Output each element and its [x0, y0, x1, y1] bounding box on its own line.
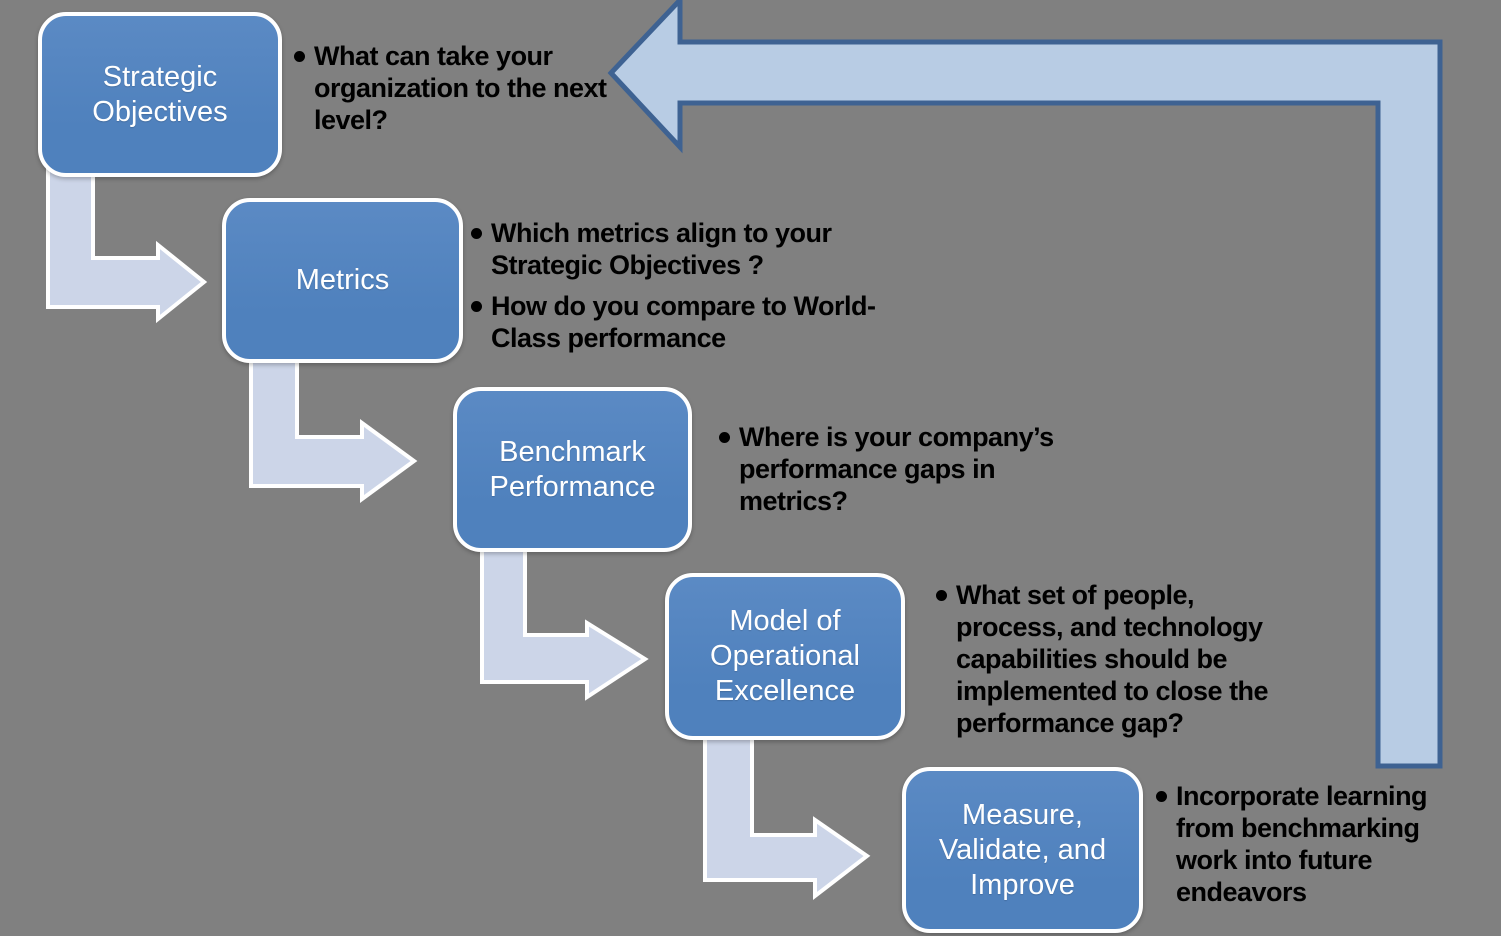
bullet-item: Which metrics align to your Strategic Ob… — [471, 217, 876, 281]
elbow-arrow-step3-step4 — [480, 548, 649, 701]
step-box-model-of-operational-excellence: Model of Operational Excellence — [665, 573, 905, 740]
bullet-item: How do you compare to World- Class perfo… — [471, 290, 876, 354]
step-label: Metrics — [295, 264, 390, 296]
bullet-item: Incorporate learning from benchmarking w… — [1156, 780, 1428, 908]
bullet-text: What can take your organization to the n… — [314, 41, 607, 135]
elbow-arrow-step4-step5 — [703, 736, 871, 901]
bullet-dot-icon — [471, 301, 482, 312]
bullet-item: Where is your company’s performance gaps… — [719, 421, 1054, 517]
bullet-text: Incorporate learning from benchmarking w… — [1176, 781, 1428, 907]
bullets-benchmark-performance: Where is your company’s performance gaps… — [719, 421, 1054, 526]
bullet-dot-icon — [936, 590, 947, 601]
elbow-arrow-step1-step2 — [46, 168, 208, 324]
step-box-metrics: Metrics — [222, 198, 463, 363]
step-box-strategic-objectives: Strategic Objectives — [38, 12, 282, 177]
feedback-loop-arrow — [607, 0, 1443, 769]
bullet-text: Which metrics align to your Strategic Ob… — [491, 218, 832, 280]
bullet-dot-icon — [719, 432, 730, 443]
bullets-strategic-objectives: What can take your organization to the n… — [294, 40, 607, 145]
bullets-metrics: Which metrics align to your Strategic Ob… — [471, 217, 876, 363]
step-label: Strategic Objectives — [92, 60, 228, 128]
bullet-text: What set of people, process, and technol… — [956, 580, 1269, 738]
bullets-model-of-operational-excellence: What set of people, process, and technol… — [936, 579, 1269, 748]
step-label: Measure, Validate, and Improve — [938, 798, 1107, 901]
step-label: Benchmark Performance — [489, 435, 656, 503]
step-box-benchmark-performance: Benchmark Performance — [453, 387, 692, 552]
bullet-text: Where is your company’s performance gaps… — [739, 422, 1054, 516]
bullet-text: How do you compare to World- Class perfo… — [491, 291, 876, 353]
bullet-dot-icon — [1156, 791, 1167, 802]
bullet-item: What can take your organization to the n… — [294, 40, 607, 136]
bullet-item: What set of people, process, and technol… — [936, 579, 1269, 739]
step-label: Model of Operational Excellence — [710, 605, 860, 707]
step-box-measure-validate-improve: Measure, Validate, and Improve — [902, 767, 1143, 933]
elbow-arrow-step2-step3 — [249, 358, 418, 503]
bullet-dot-icon — [471, 228, 482, 239]
bullets-measure-validate-improve: Incorporate learning from benchmarking w… — [1156, 780, 1428, 917]
bullet-dot-icon — [294, 51, 305, 62]
